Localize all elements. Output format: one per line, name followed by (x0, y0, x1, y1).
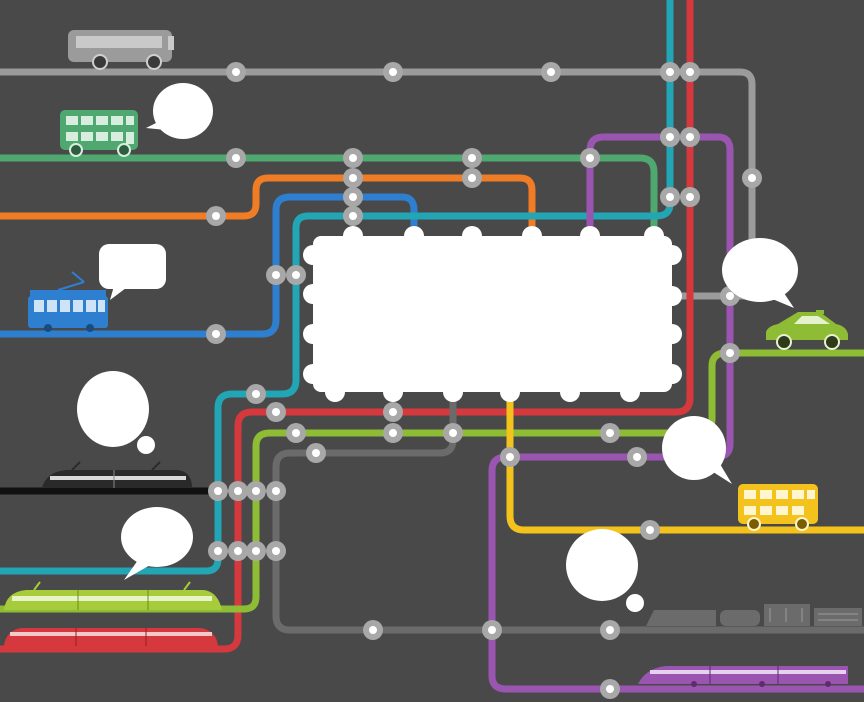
station-center (488, 626, 496, 634)
line-orange (0, 174, 536, 236)
speech-bubble (146, 83, 213, 139)
line-blue (0, 193, 418, 338)
station-center (272, 271, 280, 279)
speech-bubble (77, 371, 155, 454)
station-center (349, 212, 357, 220)
station-center (312, 449, 320, 457)
station-center (666, 193, 674, 201)
station-center (666, 133, 674, 141)
speech-bubble (566, 529, 644, 612)
station-center (369, 626, 377, 634)
station-center (606, 626, 614, 634)
stations (206, 62, 762, 699)
station-center (389, 68, 397, 76)
station-center (234, 487, 242, 495)
station-center (349, 154, 357, 162)
station-center (606, 685, 614, 693)
station-center (232, 154, 240, 162)
double-decker-bus-icon (60, 110, 138, 157)
station-center (272, 487, 280, 495)
line-lime (0, 349, 864, 613)
line-dark-gray (272, 392, 864, 634)
station-center (646, 526, 654, 534)
station-center (252, 390, 260, 398)
station-center (606, 429, 614, 437)
coach-bus-icon (68, 30, 174, 70)
high-speed-train-icon (638, 666, 848, 687)
station-center (506, 453, 514, 461)
station-center (252, 547, 260, 555)
station-center (212, 212, 220, 220)
speech-bubble (99, 244, 166, 300)
station-center (212, 330, 220, 338)
speech-bubble (662, 416, 732, 484)
station-center (389, 408, 397, 416)
station-center (389, 429, 397, 437)
double-decker-bus-icon (738, 484, 818, 531)
station-center (686, 68, 694, 76)
station-center (586, 154, 594, 162)
station-center (449, 429, 457, 437)
high-speed-train-icon (42, 461, 192, 488)
station-center (234, 547, 242, 555)
station-center (214, 547, 222, 555)
line-red (0, 0, 694, 653)
car-icon (766, 310, 848, 350)
station-center (468, 154, 476, 162)
station-center (214, 487, 222, 495)
station-center (252, 487, 260, 495)
line-green (0, 154, 658, 236)
station-center (726, 349, 734, 357)
station-center (748, 174, 756, 182)
station-center (726, 292, 734, 300)
station-center (666, 68, 674, 76)
high-speed-train-icon (4, 628, 218, 646)
station-center (272, 408, 280, 416)
station-center (292, 271, 300, 279)
station-center (686, 193, 694, 201)
center-panel (303, 226, 682, 402)
speech-bubbles (77, 83, 798, 612)
speech-bubble (121, 507, 193, 580)
station-center (686, 133, 694, 141)
station-center (547, 68, 555, 76)
high-speed-train-icon (4, 581, 222, 610)
station-center (468, 174, 476, 182)
line-gray-top (0, 68, 756, 300)
station-center (633, 453, 641, 461)
speech-bubble (722, 238, 798, 308)
station-center (349, 174, 357, 182)
freight-train-icon (646, 604, 862, 626)
line-yellow (506, 392, 864, 534)
tram-icon (28, 271, 108, 332)
station-center (272, 547, 280, 555)
line-purple (488, 133, 864, 693)
station-center (292, 429, 300, 437)
station-center (349, 193, 357, 201)
station-center (232, 68, 240, 76)
